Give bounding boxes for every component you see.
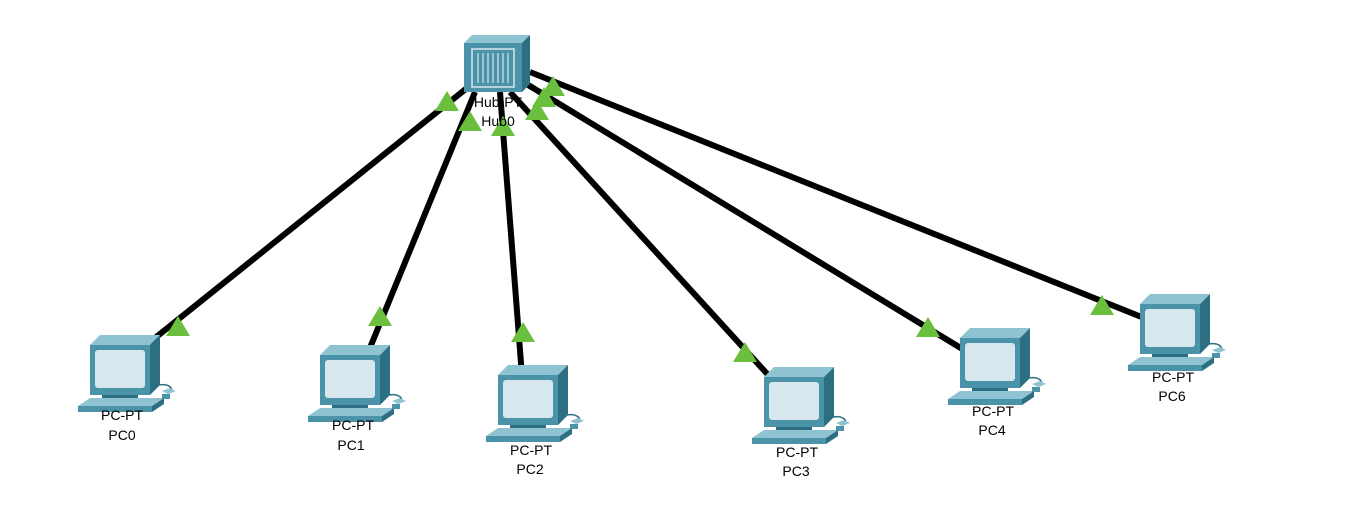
pc-device-pc6[interactable]: PC-PT PC6 bbox=[1127, 293, 1227, 404]
hub-icon bbox=[463, 34, 531, 93]
link-hub0-pc2[interactable] bbox=[497, 91, 525, 377]
device-name-label: Hub0 bbox=[481, 113, 515, 129]
device-model-label: Hub-PT bbox=[474, 94, 523, 110]
hub-device[interactable]: Hub-PT Hub0 bbox=[463, 34, 531, 129]
pc-icon bbox=[485, 364, 585, 443]
link-hub0-pc6[interactable] bbox=[528, 69, 1146, 321]
pc-device-pc3[interactable]: PC-PT PC3 bbox=[751, 366, 851, 479]
device-model-label: PC-PT bbox=[1152, 369, 1194, 385]
link-up-icon bbox=[733, 342, 757, 362]
link-up-icon bbox=[511, 322, 535, 342]
pc-icon bbox=[947, 327, 1047, 406]
device-name-label: PC4 bbox=[978, 422, 1005, 438]
device-model-label: PC-PT bbox=[776, 444, 818, 460]
device-name-label: PC6 bbox=[1158, 388, 1185, 404]
device-name-label: PC1 bbox=[337, 437, 364, 453]
device-model-label: PC-PT bbox=[510, 442, 552, 458]
pc-device-pc0[interactable]: PC-PT PC0 bbox=[77, 334, 177, 443]
pc-icon bbox=[1127, 293, 1227, 372]
device-name-label: PC3 bbox=[782, 463, 809, 479]
pc-icon bbox=[77, 334, 177, 413]
link-hub0-pc4[interactable] bbox=[518, 77, 966, 353]
link-hub0-pc1[interactable] bbox=[364, 90, 478, 357]
device-model-label: PC-PT bbox=[332, 417, 374, 433]
pc-device-pc1[interactable]: PC-PT PC1 bbox=[307, 344, 407, 453]
device-name-label: PC2 bbox=[516, 461, 543, 477]
links-layer bbox=[138, 69, 1146, 380]
device-model-label: PC-PT bbox=[972, 403, 1014, 419]
pc-icon bbox=[307, 344, 407, 423]
link-hub0-pc0[interactable] bbox=[138, 85, 469, 353]
pc-device-pc2[interactable]: PC-PT PC2 bbox=[485, 364, 585, 477]
pc-icon bbox=[751, 366, 851, 445]
pc-device-pc4[interactable]: PC-PT PC4 bbox=[947, 327, 1047, 438]
device-model-label: PC-PT bbox=[101, 407, 143, 423]
link-hub0-pc3[interactable] bbox=[507, 89, 773, 380]
device-name-label: PC0 bbox=[108, 427, 135, 443]
